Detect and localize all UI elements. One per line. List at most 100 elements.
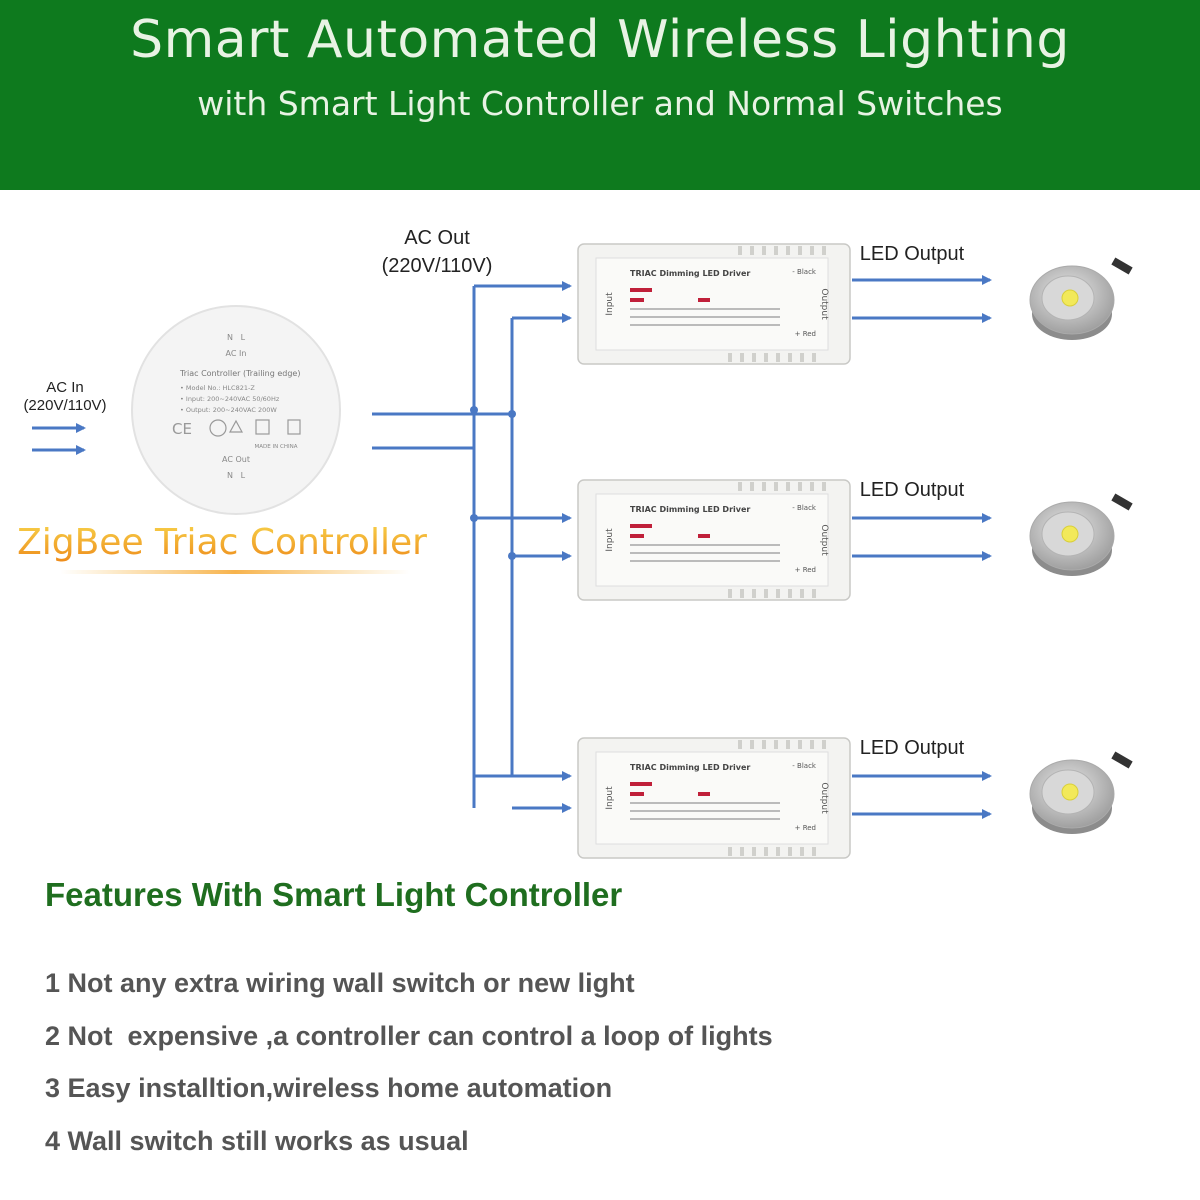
driver-spec-line [630,560,780,562]
led-output-label: LED Output [860,737,965,759]
driver-title: TRIAC Dimming LED Driver [630,505,750,514]
driver-row-3: TRIAC Dimming LED Driver- Black+ RedInpu… [474,737,1133,859]
driver-vent [752,353,756,362]
driver-vent [728,589,732,598]
driver-input-label: Input [605,786,615,810]
bus-junctions [470,406,516,560]
feature-item: 4 Wall switch still works as usual [45,1126,469,1156]
driver-mark [630,524,652,528]
driver-vent [740,353,744,362]
driver-vent [810,482,814,491]
ac-bus-wiring [372,286,514,808]
feature-item: 3 Easy installtion,wireless home automat… [45,1073,613,1103]
driver-vent [776,847,780,856]
driver-vent [786,740,790,749]
driver-vent [798,246,802,255]
controller-name: ZigBee Triac Controller [17,522,427,563]
controller-terminals-top: N L [227,333,246,342]
driver-label-panel [595,257,829,351]
ac-out-label: AC Out [404,227,470,249]
lamp-cob [1061,783,1079,801]
driver-spec-line [630,802,780,804]
driver-red-label: + Red [795,824,816,832]
lamp-cob [1061,525,1079,543]
driver-vent [788,353,792,362]
led-downlight [1029,751,1133,834]
driver-vent [762,246,766,255]
driver-mark [630,782,652,786]
driver-vent [822,740,826,749]
driver-title: TRIAC Dimming LED Driver [630,763,750,772]
driver-mark [630,298,644,302]
driver-vent [728,847,732,856]
controller-ac-out-label: AC Out [222,455,250,464]
driver-vent [764,353,768,362]
driver-mark [698,534,710,538]
feature-item: 1 Not any extra wiring wall switch or ne… [45,968,635,998]
driver-vent [750,740,754,749]
driver-label-panel [595,493,829,587]
driver-vent [810,740,814,749]
driver-vent [738,246,742,255]
driver-vent [786,246,790,255]
svg-text:CE: CE [172,420,192,438]
driver-vent [728,353,732,362]
lamp-spring-clip [1111,493,1133,511]
driver-mark [698,792,710,796]
led-driver: TRIAC Dimming LED Driver- Black+ RedInpu… [577,243,851,365]
driver-vent [798,482,802,491]
driver-input-label: Input [605,528,615,552]
driver-vent [788,589,792,598]
driver-vent [752,847,756,856]
page-title: Smart Automated Wireless Lighting [130,10,1070,70]
driver-spec-line [630,810,780,812]
controller-ac-in-label: AC In [226,349,247,358]
driver-vent [800,353,804,362]
driver-vent [774,482,778,491]
driver-vent [750,482,754,491]
driver-vent [740,847,744,856]
driver-red-label: + Red [795,566,816,574]
driver-vent [822,246,826,255]
driver-mark [630,792,644,796]
controller-made-in: MADE IN CHINA [255,444,298,450]
lamp-cob [1061,289,1079,307]
driver-output-label: Output [819,524,829,556]
driver-vent [788,847,792,856]
feature-item: 2 Not expensive ,a controller can contro… [45,1021,773,1051]
driver-vent [798,740,802,749]
driver-vent [810,246,814,255]
controller-name-underline [60,570,410,574]
zigbee-triac-controller: N L AC In Triac Controller (Trailing edg… [131,305,341,515]
led-output-label: LED Output [860,243,965,265]
driver-black-label: - Black [792,268,817,276]
driver-output-label: Output [819,288,829,320]
ac-in-label: AC In [46,379,84,396]
led-driver: TRIAC Dimming LED Driver- Black+ RedInpu… [577,737,851,859]
driver-vent [800,847,804,856]
driver-vent [822,482,826,491]
driver-vent [762,740,766,749]
driver-vent [762,482,766,491]
lamp-spring-clip [1111,257,1133,275]
controller-input-spec: • Input: 200~240VAC 50/60Hz [180,395,280,403]
led-downlight [1029,493,1133,576]
driver-vent [752,589,756,598]
driver-output-label: Output [819,782,829,814]
driver-spec-line [630,324,780,326]
driver-spec-line [630,552,780,554]
driver-input-label: Input [605,292,615,316]
features-title: Features With Smart Light Controller [45,876,623,913]
driver-vent [776,589,780,598]
ac-out-voltage: (220V/110V) [382,255,493,277]
driver-row-1: TRIAC Dimming LED Driver- Black+ RedInpu… [474,243,1133,365]
driver-vent [774,740,778,749]
driver-vent [812,847,816,856]
driver-vent [800,589,804,598]
led-driver: TRIAC Dimming LED Driver- Black+ RedInpu… [577,479,851,601]
led-output-label: LED Output [860,479,965,501]
driver-red-label: + Red [795,330,816,338]
driver-spec-line [630,316,780,318]
driver-spec-line [630,308,780,310]
controller-output-spec: • Output: 200~240VAC 200W [180,406,277,414]
